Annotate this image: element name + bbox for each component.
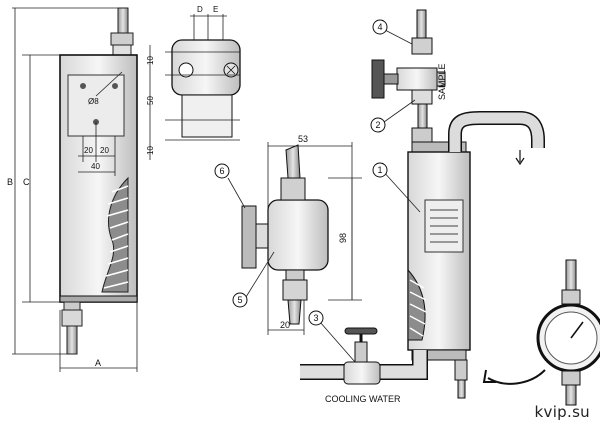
callout-3-label: 3 bbox=[313, 313, 318, 323]
dim-20-bottom: 20 bbox=[280, 320, 290, 330]
hole-1 bbox=[80, 83, 86, 89]
valve-detail: 53 98 20 bbox=[227, 134, 362, 335]
top-pipe bbox=[117, 7, 129, 35]
dim-20-left: 20 bbox=[84, 146, 93, 155]
callout-4-label: 4 bbox=[377, 22, 382, 32]
dim-40: 40 bbox=[91, 162, 100, 171]
dim-e: E bbox=[213, 5, 218, 14]
callout-1 bbox=[372, 162, 388, 178]
dim-10-top: 10 bbox=[146, 56, 155, 65]
callouts bbox=[214, 19, 388, 326]
dim-53: 53 bbox=[298, 134, 308, 144]
bottom-nut bbox=[61, 309, 83, 327]
dim-b: B bbox=[7, 177, 13, 187]
callout-5-label: 5 bbox=[237, 295, 242, 305]
coil-window bbox=[101, 176, 129, 293]
dim-d: D bbox=[197, 5, 203, 14]
front-view: B C A 20 20 40 Ø8 bbox=[7, 7, 138, 372]
watermark: kvip.su bbox=[534, 403, 590, 421]
drain-arrow-icon bbox=[515, 150, 525, 166]
callout-4 bbox=[372, 19, 388, 35]
dim-c: C bbox=[23, 177, 30, 187]
assembly-view: SAMPLE COOLING WATER bbox=[300, 9, 600, 406]
dim-20-right: 20 bbox=[100, 146, 109, 155]
dim-10-bottom: 10 bbox=[146, 146, 155, 155]
bottom-pipe bbox=[66, 325, 78, 355]
callout-5 bbox=[232, 292, 248, 308]
callout-2-label: 2 bbox=[375, 120, 380, 130]
callout-2 bbox=[370, 117, 386, 133]
callout-3 bbox=[308, 310, 324, 326]
dim-50: 50 bbox=[146, 96, 155, 105]
dim-98: 98 bbox=[338, 233, 348, 243]
dim-hole: Ø8 bbox=[88, 97, 99, 106]
side-view: D E 10 50 10 bbox=[146, 5, 241, 160]
callout-6-label: 6 bbox=[219, 166, 224, 176]
sample-label: SAMPLE bbox=[437, 63, 447, 100]
callout-1-label: 1 bbox=[377, 165, 382, 175]
valve-body bbox=[267, 199, 329, 271]
cooling-water-label: COOLING WATER bbox=[325, 394, 401, 404]
hole-2 bbox=[112, 83, 118, 89]
inlet-valve bbox=[343, 361, 381, 385]
sample-valve bbox=[396, 67, 438, 91]
direction-arrow-icon bbox=[482, 369, 496, 383]
dim-a: A bbox=[95, 358, 101, 368]
callout-6 bbox=[214, 163, 230, 179]
top-nut bbox=[110, 32, 134, 46]
top-fitting bbox=[112, 44, 132, 56]
top-valve bbox=[411, 37, 433, 55]
